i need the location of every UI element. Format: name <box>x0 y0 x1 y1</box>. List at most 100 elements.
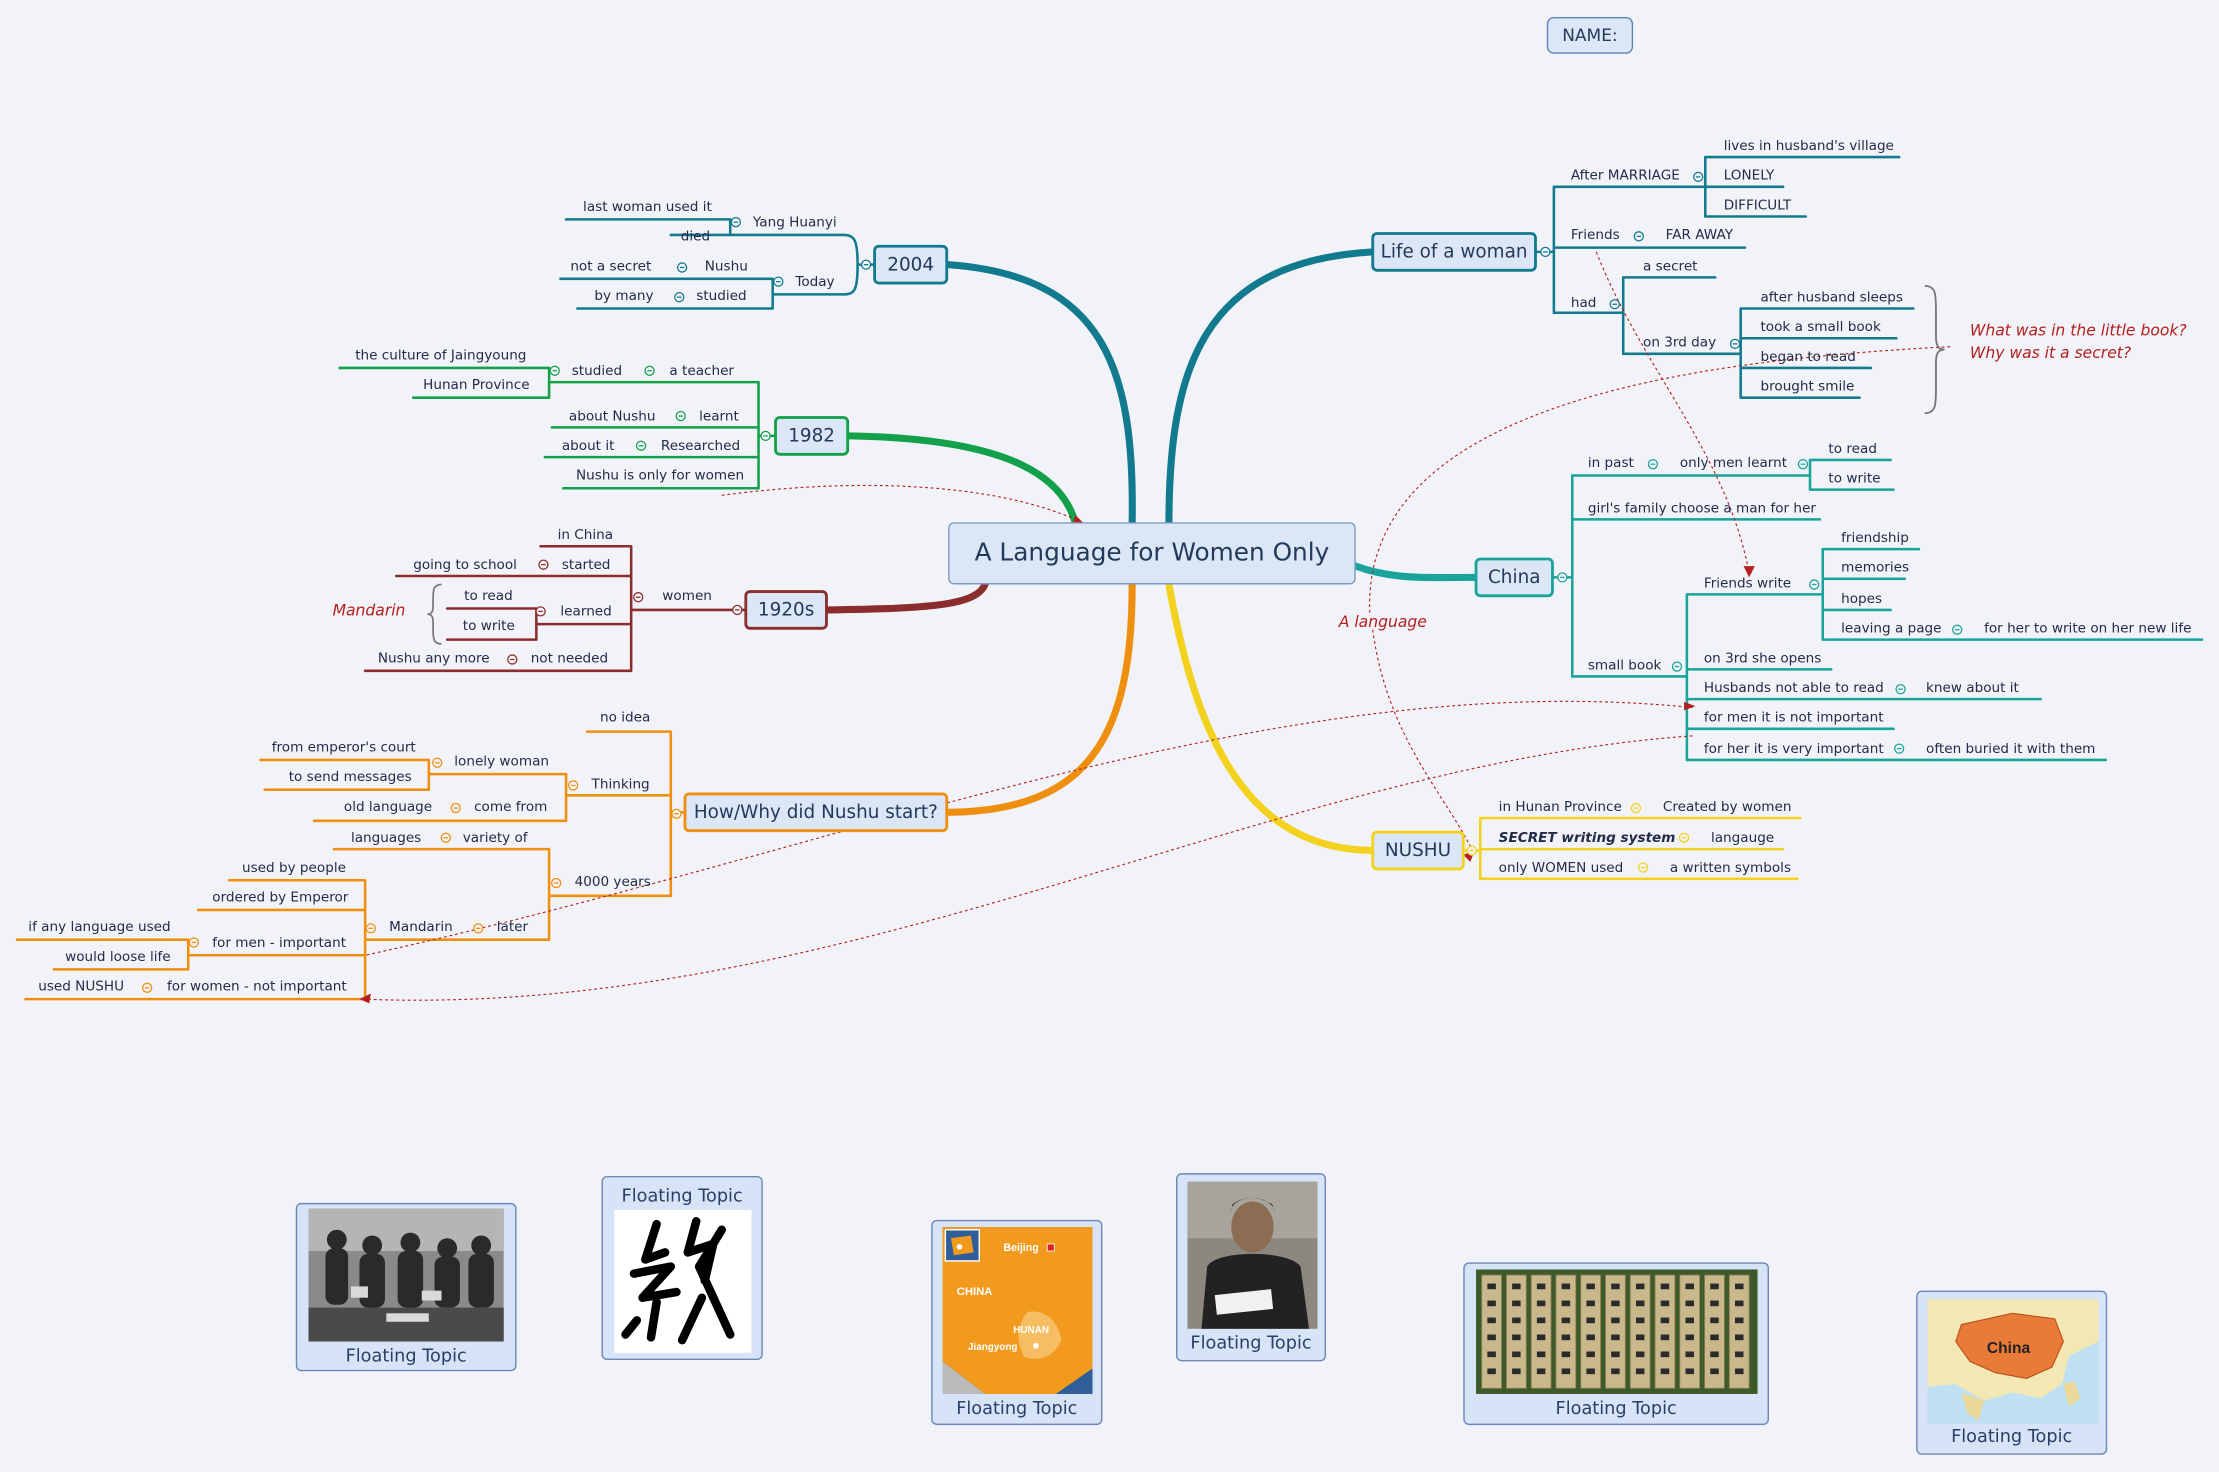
topic-how-why[interactable]: How/Why did Nushu start? <box>683 792 949 833</box>
subtopic-friends[interactable]: Friends <box>1570 227 1620 244</box>
subtopic-a-written-symbols[interactable]: a written symbols <box>1669 860 1792 876</box>
subtopic-to-read[interactable]: to read <box>1828 441 1877 458</box>
subtopic-nushu-only[interactable]: Nushu is only for women <box>575 468 745 484</box>
subtopic-mandarin[interactable]: Mandarin <box>389 919 453 936</box>
subtopic-the-culture[interactable]: the culture of Jaingyoung <box>355 348 527 364</box>
subtopic-began-to-read[interactable]: began to read <box>1760 349 1856 366</box>
floating-topic-asia-map[interactable]: China Floating Topic <box>1916 1290 2108 1455</box>
subtopic-for-her-very-important[interactable]: for her it is very important <box>1703 741 1884 758</box>
floating-topic-nushu-character[interactable]: Floating Topic <box>601 1176 763 1360</box>
subtopic-lonely-woman[interactable]: lonely woman <box>454 754 550 770</box>
subtopic-took-a-small-book[interactable]: took a small book <box>1760 319 1881 336</box>
subtopic-had[interactable]: had <box>1570 295 1597 312</box>
subtopic-knew-about-it[interactable]: knew about it <box>1926 680 2019 697</box>
subtopic-after-husband-sleeps[interactable]: after husband sleeps <box>1760 290 1903 306</box>
subtopic-from-emperors-court[interactable]: from emperor's court <box>271 740 416 756</box>
subtopic-going-to-school[interactable]: going to school <box>413 557 517 574</box>
subtopic-in-china[interactable]: in China <box>557 527 614 544</box>
subtopic-friendship[interactable]: friendship <box>1841 530 1909 547</box>
subtopic-for-men-not-important[interactable]: for men it is not important <box>1703 710 1884 726</box>
subtopic-lonely[interactable]: LONELY <box>1723 168 1775 184</box>
subtopic-last-woman-used-it[interactable]: last woman used it <box>583 199 712 216</box>
subtopic-no-idea[interactable]: no idea <box>600 710 651 726</box>
subtopic-started[interactable]: started <box>561 557 611 574</box>
subtopic-only-women-used[interactable]: only WOMEN used <box>1498 860 1624 876</box>
subtopic-if-any-language-used[interactable]: if any language used <box>28 919 171 936</box>
subtopic-researched[interactable]: Researched <box>660 438 741 455</box>
subtopic-four-thousand-years[interactable]: 4000 years <box>574 874 651 891</box>
subtopic-in-hunan-province[interactable]: in Hunan Province <box>1498 799 1622 816</box>
topic-nushu[interactable]: NUSHU <box>1371 830 1465 871</box>
central-topic[interactable]: A Language for Women Only <box>948 522 1356 585</box>
floating-topic-bamboo-slips[interactable]: Floating Topic <box>1463 1262 1769 1426</box>
subtopic-brought-smile[interactable]: brought smile <box>1760 379 1855 395</box>
subtopic-about-it[interactable]: about it <box>561 438 615 455</box>
subtopic-learnt[interactable]: learnt <box>699 408 739 425</box>
subtopic-learned[interactable]: learned <box>560 604 612 620</box>
subtopic-hopes[interactable]: hopes <box>1841 591 1883 608</box>
subtopic-created-by-women[interactable]: Created by women <box>1662 799 1792 816</box>
subtopic-hunan-province[interactable]: Hunan Province <box>423 377 530 394</box>
subtopic-friends-write[interactable]: Friends write <box>1703 575 1792 592</box>
subtopic-to-write[interactable]: to write <box>1828 471 1881 487</box>
subtopic-women[interactable]: women <box>662 588 712 605</box>
slip-glyph <box>1536 1351 1546 1358</box>
subtopic-for-men-important[interactable]: for men - important <box>212 935 347 952</box>
subtopic-for-women-not-important[interactable]: for women - not important <box>166 979 347 995</box>
subtopic-variety-of[interactable]: variety of <box>462 830 528 847</box>
topic-life-of-a-woman[interactable]: Life of a woman <box>1371 232 1537 272</box>
subtopic-later[interactable]: later <box>496 919 529 936</box>
subtopic-today[interactable]: Today <box>795 274 835 291</box>
subtopic-thinking[interactable]: Thinking <box>591 776 650 793</box>
subtopic-often-buried[interactable]: often buried it with them <box>1926 741 2096 758</box>
subtopic-langauge[interactable]: langauge <box>1710 830 1775 847</box>
subtopic-studied[interactable]: studied <box>696 288 747 305</box>
subtopic-to-write[interactable]: to write <box>462 618 515 635</box>
subtopic-difficult[interactable]: DIFFICULT <box>1723 198 1792 214</box>
subtopic-nushu-any-more[interactable]: Nushu any more <box>377 650 490 667</box>
subtopic-about-nushu[interactable]: about Nushu <box>568 408 656 425</box>
subtopic-ordered-by-emperor[interactable]: ordered by Emperor <box>212 890 349 906</box>
subtopic-would-loose-life[interactable]: would loose life <box>65 949 171 966</box>
subtopic-leaving-a-page[interactable]: leaving a page <box>1841 621 1942 637</box>
subtopic-memories[interactable]: memories <box>1841 560 1910 576</box>
subtopic-only-men-learnt[interactable]: only men learnt <box>1679 455 1788 472</box>
subtopic-studied[interactable]: studied <box>571 363 623 380</box>
subtopic-for-her-to-write[interactable]: for her to write on her new life <box>1984 621 2192 637</box>
subtopic-to-read[interactable]: to read <box>464 588 513 605</box>
subtopic-used-by-people[interactable]: used by people <box>241 860 346 876</box>
subtopic-not-needed[interactable]: not needed <box>530 650 609 667</box>
subtopic-on-3rd-she-opens[interactable]: on 3rd she opens <box>1703 650 1822 667</box>
subtopic-died[interactable]: died <box>680 229 711 245</box>
slip-glyph <box>1512 1283 1521 1290</box>
topic-china[interactable]: China <box>1474 557 1554 598</box>
subtopic-small-book[interactable]: small book <box>1587 658 1662 674</box>
name-box[interactable]: NAME: <box>1546 16 1634 54</box>
subtopic-far-away[interactable]: FAR AWAY <box>1665 227 1734 244</box>
subtopic-languages[interactable]: languages <box>350 830 422 847</box>
subtopic-a-teacher[interactable]: a teacher <box>669 363 735 380</box>
topic-1982[interactable]: 1982 <box>774 416 850 456</box>
subtopic-used-nushu[interactable]: used NUSHU <box>38 979 125 995</box>
subtopic-in-past[interactable]: in past <box>1587 455 1634 472</box>
subtopic-after-marriage[interactable]: After MARRIAGE <box>1570 168 1680 184</box>
floating-topic-elderly-woman[interactable]: Floating Topic <box>1176 1173 1327 1362</box>
subtopic-not-a-secret[interactable]: not a secret <box>570 258 652 275</box>
subtopic-on-3rd-day[interactable]: on 3rd day <box>1643 335 1717 351</box>
subtopic-yang-huanyi[interactable]: Yang Huanyi <box>752 215 837 231</box>
subtopic-husbands-not-able[interactable]: Husbands not able to read <box>1703 680 1884 697</box>
subtopic-come-from[interactable]: come from <box>474 799 548 816</box>
subtopic-lives-in-husbands-village[interactable]: lives in husband's village <box>1723 138 1894 155</box>
floating-topic-historic-photo[interactable]: Floating Topic <box>295 1202 517 1372</box>
subtopic-to-send-messages[interactable]: to send messages <box>288 769 412 786</box>
note-little-book: What was in the little book? Why was it … <box>1970 320 2187 365</box>
subtopic-by-many[interactable]: by many <box>594 288 654 305</box>
subtopic-secret-writing-system[interactable]: SECRET writing system <box>1498 830 1676 847</box>
subtopic-a-secret[interactable]: a secret <box>1643 258 1698 275</box>
topic-1920s[interactable]: 1920s <box>744 590 828 630</box>
topic-2004[interactable]: 2004 <box>873 244 949 285</box>
subtopic-nushu[interactable]: Nushu <box>704 258 748 275</box>
subtopic-girls-family[interactable]: girl's family choose a man for her <box>1587 500 1816 517</box>
floating-topic-map-hunan[interactable]: Beijing CHINA HUNAN Jiangyong Floating T… <box>931 1219 1103 1426</box>
subtopic-old-language[interactable]: old language <box>343 799 433 816</box>
